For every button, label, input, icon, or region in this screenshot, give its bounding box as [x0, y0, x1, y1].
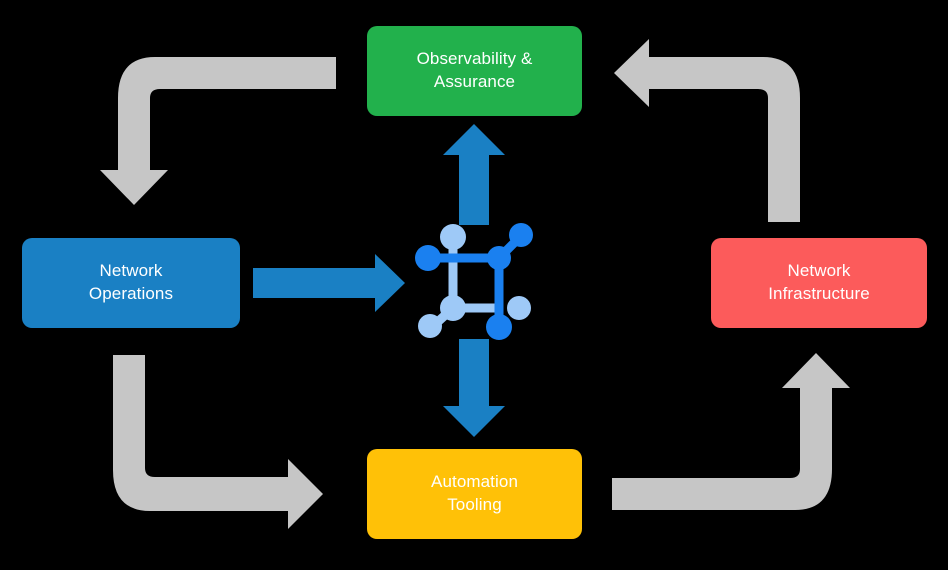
gray-arrow-observability-to-operations	[100, 57, 336, 205]
gray-arrow-infrastructure-to-observability	[614, 39, 800, 222]
network-topology-icon-wrap	[415, 220, 535, 340]
node-network-operations[interactable]: Network Operations	[22, 238, 240, 328]
blue-arrow-operations-to-center	[253, 254, 405, 312]
topology-light-nodes	[418, 224, 531, 338]
node-observability-assurance[interactable]: Observability & Assurance	[367, 26, 582, 116]
gray-arrow-operations-to-automation	[113, 355, 323, 529]
network-topology-icon	[415, 223, 533, 340]
node-network-infrastructure[interactable]: Network Infrastructure	[711, 238, 927, 328]
topology-dark-nodes	[415, 223, 533, 340]
blue-arrow-center-to-observability	[443, 124, 505, 225]
blue-arrow-center-to-automation	[443, 339, 505, 437]
node-automation-tooling[interactable]: Automation Tooling	[367, 449, 582, 539]
gray-arrow-automation-to-infrastructure	[612, 353, 850, 510]
